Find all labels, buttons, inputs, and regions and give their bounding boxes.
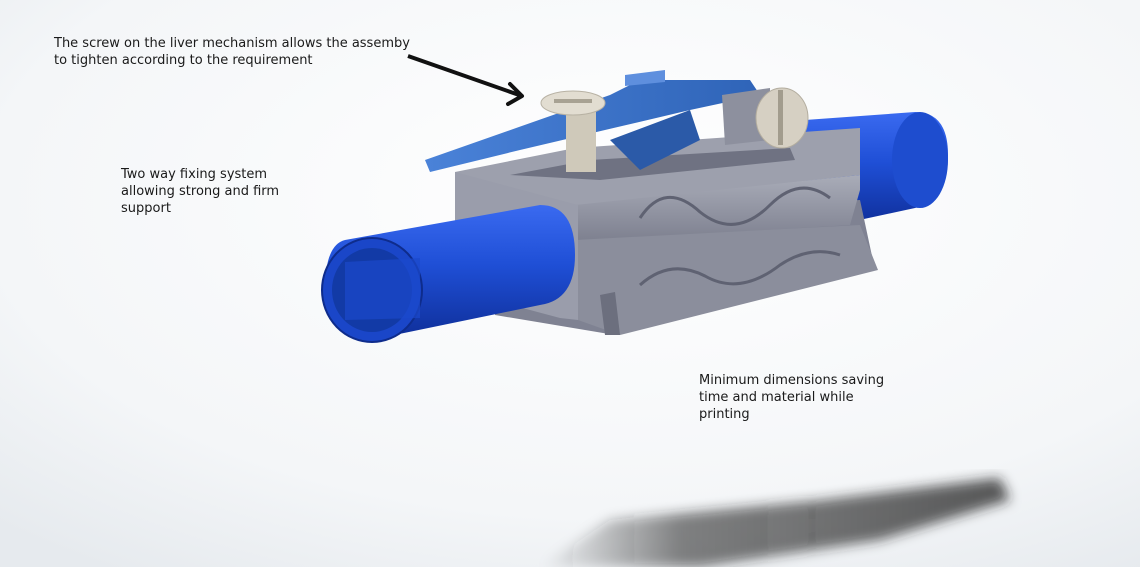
arrow-icon: [407, 54, 524, 106]
annotation-dimensions: Minimum dimensions saving time and mater…: [699, 373, 885, 422]
annotation-screw: The screw on the liver mechanism allows …: [54, 36, 410, 68]
annotation-fixing-system: Two way fixing system allowing strong an…: [121, 167, 280, 216]
pivot-knob: [722, 87, 809, 149]
floor-shadow: [540, 478, 1010, 567]
tube-left: [321, 205, 575, 343]
screw: [540, 90, 606, 172]
